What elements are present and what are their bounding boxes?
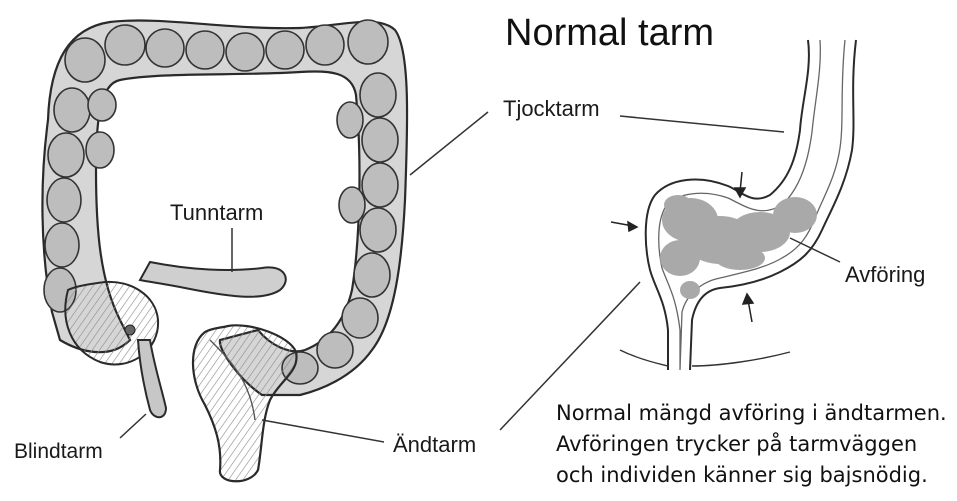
- ileocecal-valve: [125, 325, 135, 335]
- small-intestine: [140, 262, 286, 297]
- label-tjocktarm: Tjocktarm: [503, 96, 600, 122]
- diagram-title: Normal tarm: [505, 12, 714, 55]
- feces: [660, 195, 817, 299]
- caption-line: Normal mängd avföring i ändtarmen.: [556, 398, 947, 429]
- pointer-tjocktarm-right: [620, 116, 784, 132]
- rectum: [193, 325, 297, 481]
- caption-line: Avföringen trycker på tarmväggen: [556, 429, 947, 460]
- label-blindtarm: Blindtarm: [14, 440, 103, 464]
- large-intestine-illustration: [42, 20, 488, 481]
- label-tunntarm: Tunntarm: [170, 200, 263, 226]
- pointer-andtarm: [262, 420, 384, 442]
- label-avforing: Avföring: [845, 262, 925, 288]
- appendix: [138, 340, 166, 417]
- caption-line: och individen känner sig bajsnödig.: [556, 460, 947, 491]
- label-andtarm: Ändtarm: [393, 432, 476, 458]
- pointer-tjocktarm-left: [410, 112, 488, 175]
- pointer-blindtarm: [120, 414, 146, 438]
- caption: Normal mängd avföring i ändtarmen. Avför…: [556, 398, 947, 491]
